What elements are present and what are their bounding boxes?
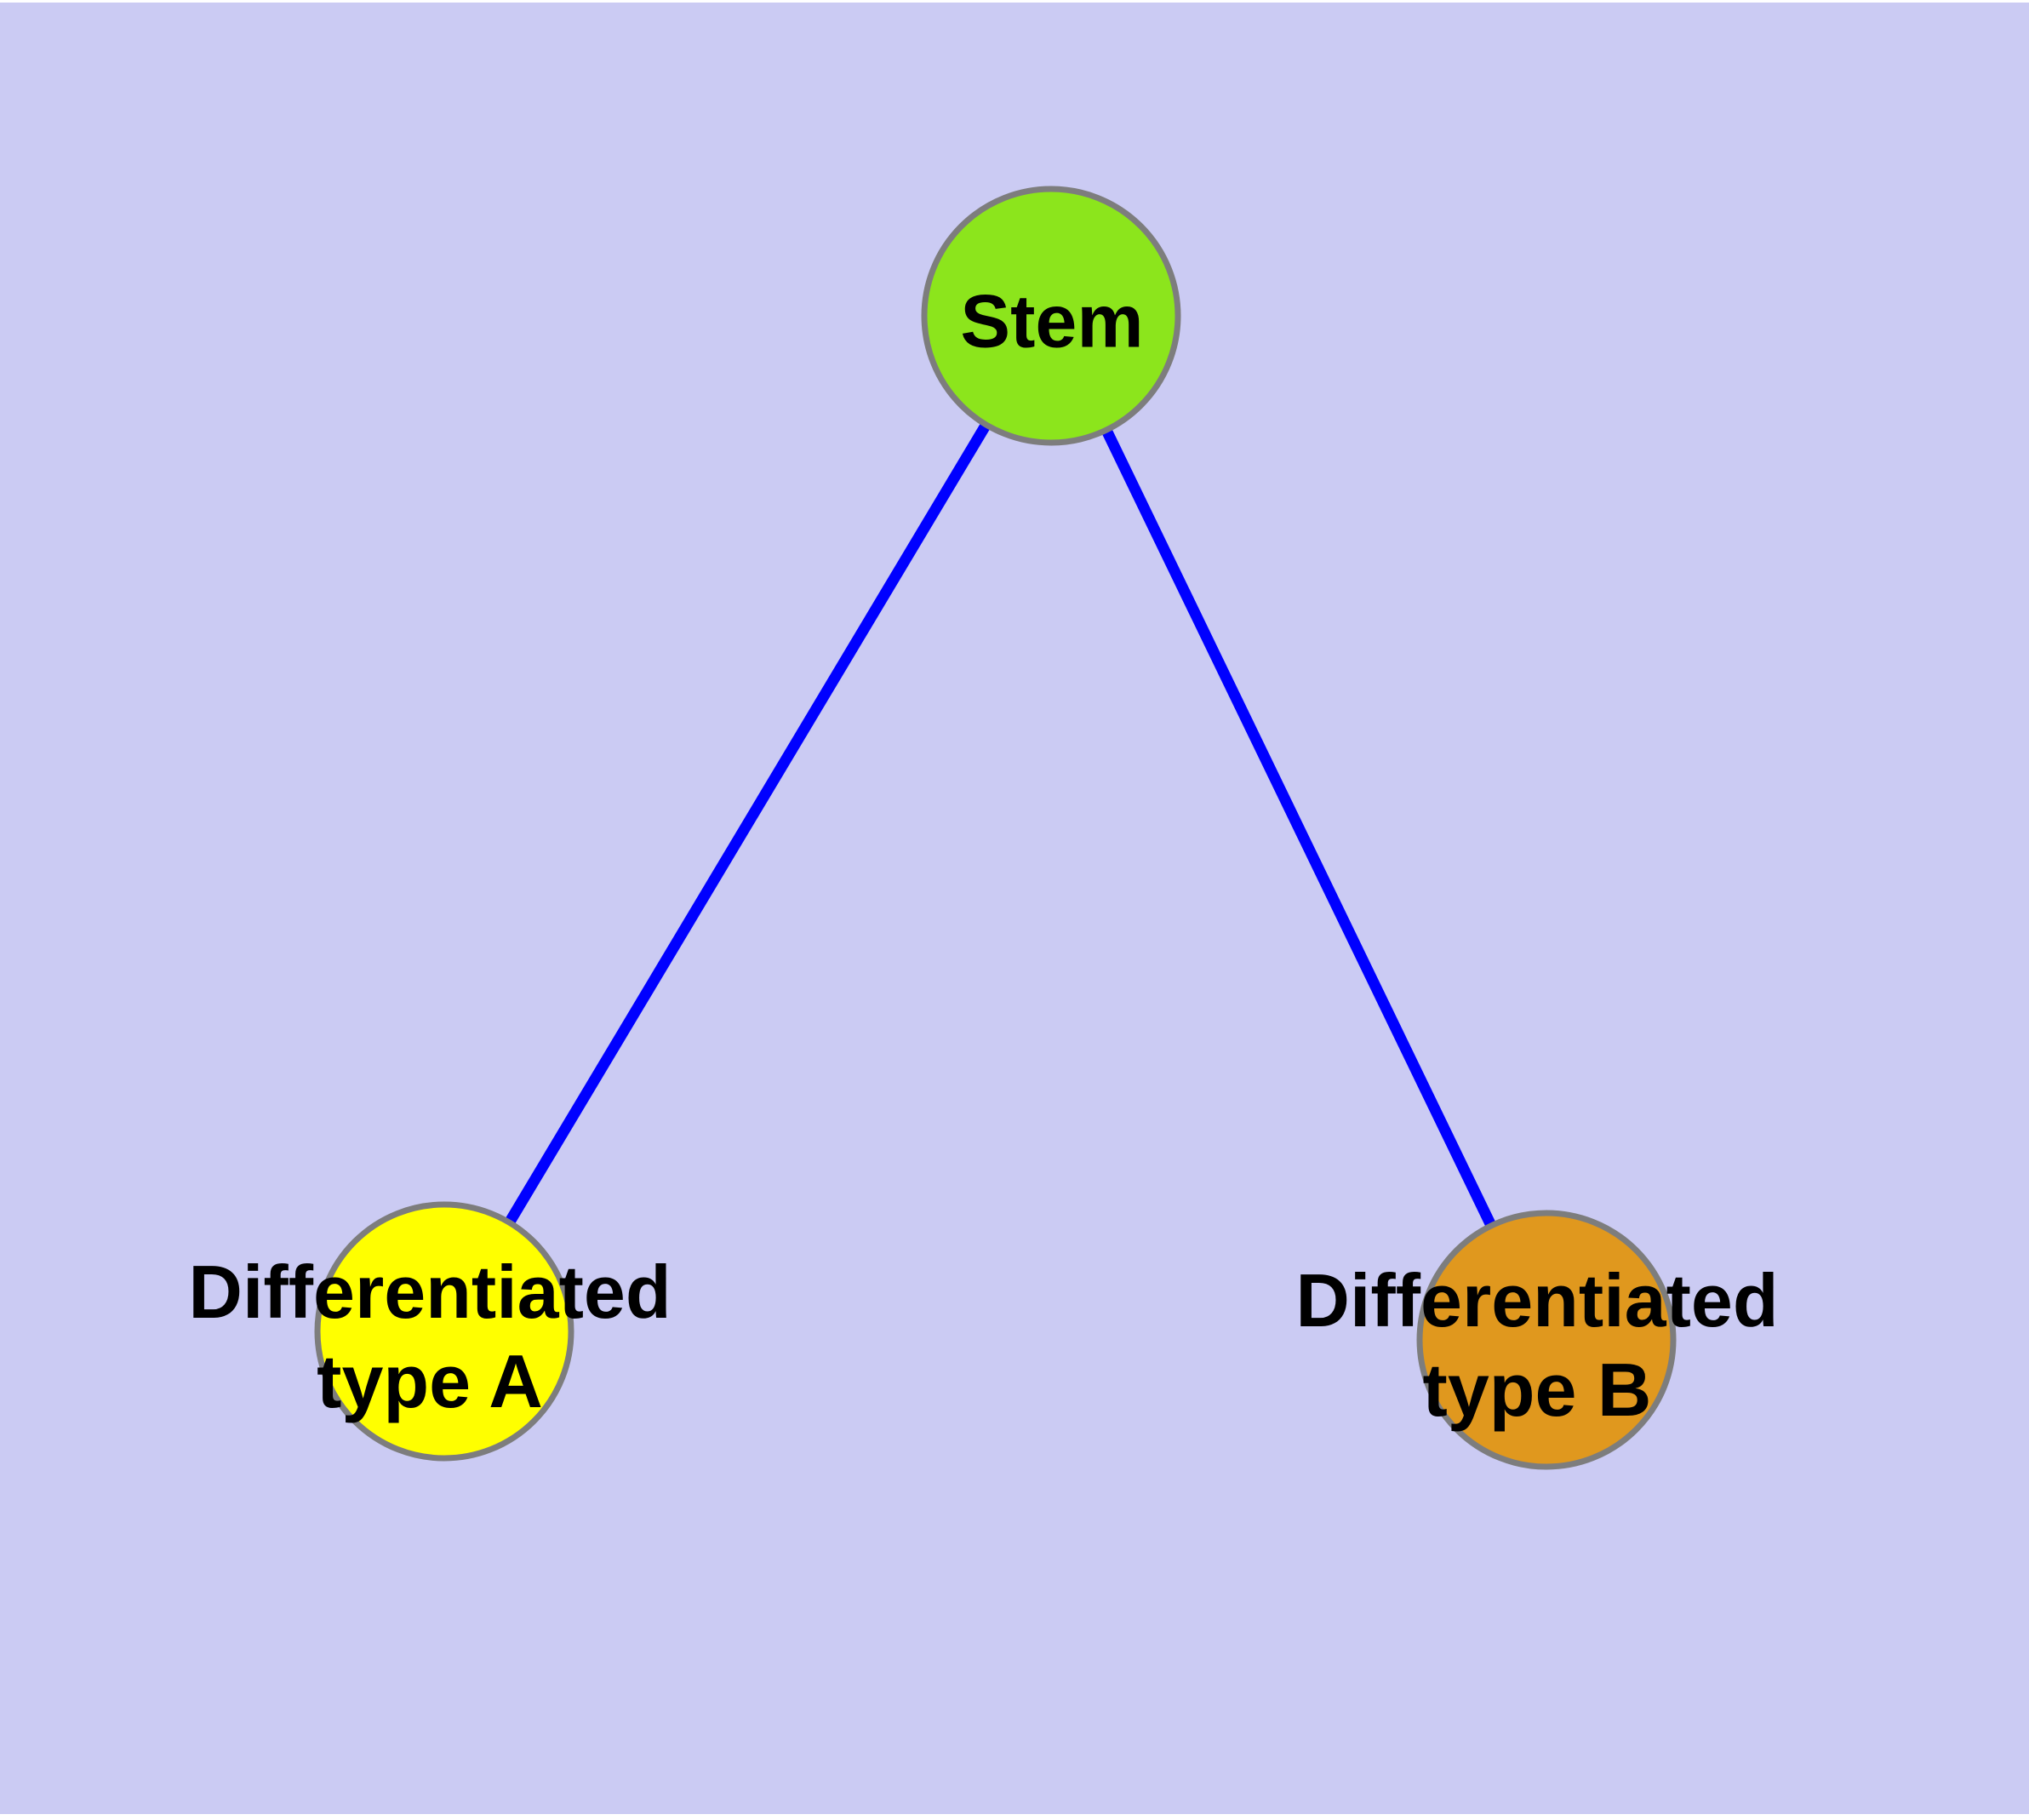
edge-stem-to-typeA <box>439 312 1056 1335</box>
node-typeB-label-line2: type B <box>1422 1348 1652 1432</box>
node-typeA-label-line2: type A <box>317 1339 543 1423</box>
node-stem-label-line: Stem <box>960 278 1144 363</box>
node-typeA-label: Differentiated type A <box>188 1247 671 1426</box>
edge-stem-to-typeB <box>1046 313 1552 1342</box>
node-typeB-label-line1: Differentiated <box>1295 1258 1779 1342</box>
node-typeA-circle <box>314 1201 574 1462</box>
node-typeB-label: Differentiated type B <box>1295 1256 1778 1434</box>
node-stem-circle <box>921 186 1181 446</box>
node-stem-label: Stem <box>960 277 1143 366</box>
node-typeA-label-line1: Differentiated <box>188 1250 672 1334</box>
node-typeB-circle <box>1416 1210 1677 1470</box>
